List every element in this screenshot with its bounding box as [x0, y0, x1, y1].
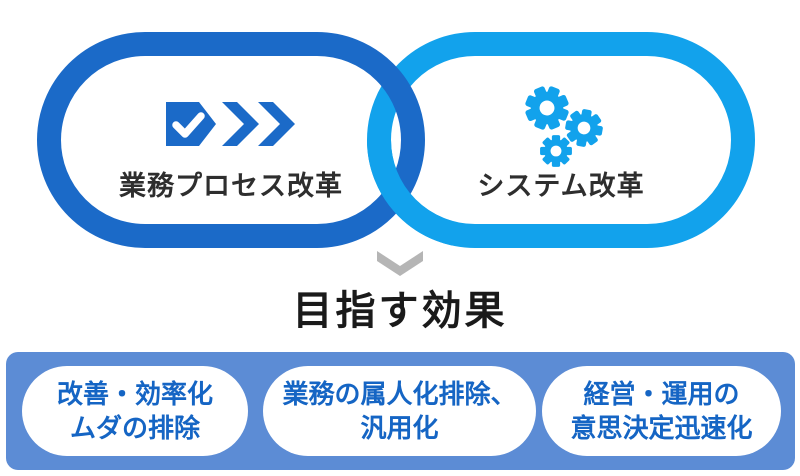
right-oval-label: システム改革	[477, 171, 645, 201]
effects-banner: 改善・効率化 ムダの排除 業務の属人化排除、 汎用化 経営・運用の 意思決定迅速…	[6, 352, 795, 470]
effect-line: 改善・効率化	[56, 379, 213, 409]
effect-line: 汎用化	[360, 413, 439, 443]
process-ring	[37, 32, 425, 248]
system-ring	[367, 32, 755, 248]
effect-pill-improvement: 改善・効率化 ムダの排除	[22, 366, 248, 456]
effect-line: ムダの排除	[69, 413, 200, 443]
left-oval-label: 業務プロセス改革	[119, 171, 343, 201]
effect-line: 意思決定迅速化	[570, 413, 753, 443]
gears-icon	[518, 79, 606, 167]
effect-pill-depersonalization: 業務の属人化排除、 汎用化	[263, 366, 536, 456]
effect-line: 経営・運用の	[583, 379, 740, 409]
effect-line: 業務の属人化排除、	[282, 379, 517, 409]
chevron-down-icon	[377, 251, 423, 276]
arrow-check-icon	[166, 102, 295, 146]
ring-interlock-patch	[367, 140, 452, 246]
section-title: 目指す効果	[292, 289, 508, 333]
effect-pill-decision-speed: 経営・運用の 意思決定迅速化	[542, 366, 781, 456]
